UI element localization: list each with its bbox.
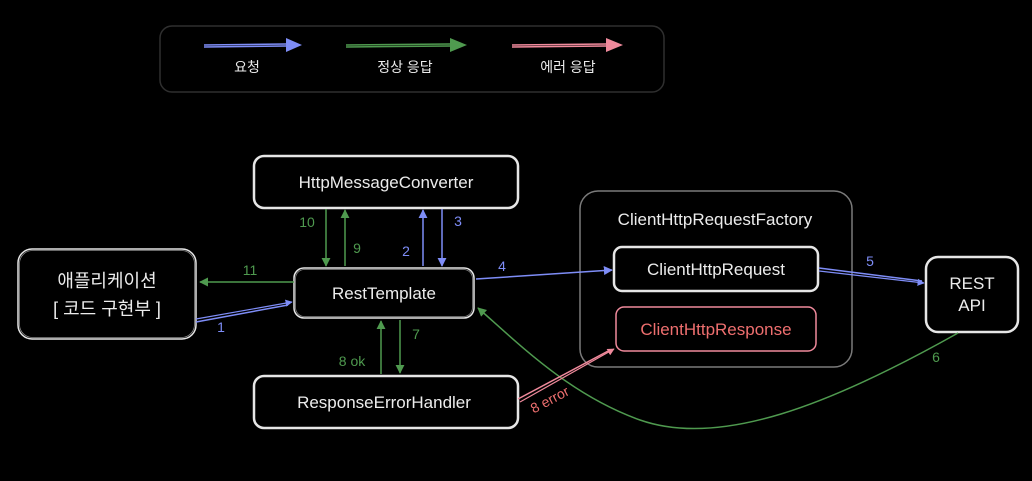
client-http-request-label: ClientHttpRequest: [647, 260, 785, 279]
node-client-http-request: ClientHttpRequest: [612, 245, 820, 293]
edge-9-label: 9: [353, 240, 361, 256]
legend: 요청 정상 응답 에러 응답: [159, 25, 665, 93]
rest-api-label-line1: REST: [949, 274, 994, 293]
edge-6: [477, 307, 959, 430]
legend-error-arrow: [511, 38, 623, 52]
legend-normal-label: 정상 응답: [377, 59, 433, 75]
node-application: 애플리케이션 [ 코드 구현부 ]: [17, 248, 197, 340]
edge-5-label: 5: [866, 253, 874, 269]
node-rest-api: REST API: [924, 255, 1020, 334]
legend-frame: [159, 25, 665, 93]
node-response-error-handler: ResponseErrorHandler: [252, 374, 520, 430]
node-rest-template: RestTemplate: [293, 267, 475, 319]
rest-template-label: RestTemplate: [332, 284, 436, 303]
edge-8-error: [517, 348, 615, 403]
legend-request-label: 요청: [234, 59, 260, 75]
legend-request-arrow: [203, 38, 302, 52]
edge-3-label: 3: [454, 213, 462, 229]
edge-8-ok-label: 8 ok: [339, 353, 366, 369]
legend-error-label: 에러 응답: [540, 59, 596, 75]
edge-6-label: 6: [932, 349, 940, 365]
edge-5: [818, 267, 925, 286]
response-error-handler-label: ResponseErrorHandler: [297, 393, 471, 412]
http-message-converter-label: HttpMessageConverter: [299, 173, 474, 192]
application-label-line2: [ 코드 구현부 ]: [53, 299, 161, 319]
edge-2-label: 2: [402, 243, 410, 259]
edge-1: [195, 299, 293, 323]
rest-api-label-line2: API: [958, 296, 985, 315]
edge-1-label: 1: [217, 319, 225, 335]
legend-normal-arrow: [345, 38, 467, 52]
client-http-response-label: ClientHttpResponse: [640, 320, 791, 339]
edge-4: [475, 266, 613, 280]
client-http-request-factory-group: ClientHttpRequestFactory: [579, 190, 853, 368]
node-http-message-converter: HttpMessageConverter: [252, 154, 520, 210]
edge-8-error-label: 8 error: [528, 383, 572, 417]
edge-7-label: 7: [412, 326, 420, 342]
edge-11-label: 11: [243, 262, 258, 278]
node-client-http-response: ClientHttpResponse: [615, 306, 817, 352]
edge-4-label: 4: [498, 258, 506, 274]
edge-10-label: 10: [299, 214, 315, 230]
application-label-line1: 애플리케이션: [57, 271, 156, 291]
factory-frame: [579, 190, 853, 368]
factory-title: ClientHttpRequestFactory: [618, 210, 813, 229]
